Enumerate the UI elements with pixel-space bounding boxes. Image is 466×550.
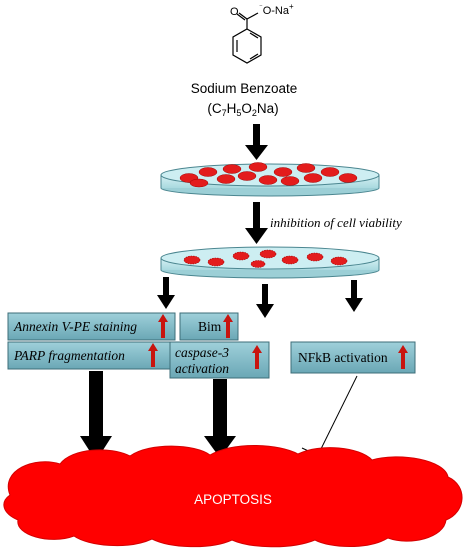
up-arrow-icon xyxy=(223,314,233,338)
down-arrow-icon xyxy=(204,379,236,458)
down-arrow-icon xyxy=(80,371,112,461)
formula-part-na: Na) xyxy=(257,101,279,116)
up-arrow-icon xyxy=(158,314,168,338)
formula-part-h: H xyxy=(227,101,237,116)
petri-dish-treated xyxy=(160,246,380,279)
formula-sub-7: 7 xyxy=(222,108,227,118)
marker-annexin-label: Annexin V-PE staining xyxy=(13,319,137,334)
carbonyl-oxygen: O xyxy=(230,6,239,18)
marker-annexin: Annexin V-PE staining xyxy=(7,312,176,341)
formula-part-o: O xyxy=(241,101,252,116)
down-arrow-icon xyxy=(245,202,268,244)
benzoate-structure xyxy=(232,12,262,64)
counterion-label: O xyxy=(263,5,272,17)
healthy-cells xyxy=(179,162,358,188)
marker-caspase3-label: caspase-3 xyxy=(175,345,229,360)
sodium-counterion: ⁻O-Na+ xyxy=(259,2,294,17)
up-arrow-icon xyxy=(148,343,158,367)
formula-part-0: (C xyxy=(207,101,221,116)
marker-bim: Bim xyxy=(179,312,239,341)
benzene-ring xyxy=(232,28,262,64)
marker-nfkb: NFkB activation xyxy=(290,341,416,374)
compound-formula: (C7H5O2Na) xyxy=(207,101,278,118)
marker-caspase3-label-2: activation xyxy=(175,361,229,376)
marker-parp-label: PARP fragmentation xyxy=(13,348,125,363)
down-arrow-icon xyxy=(245,124,268,160)
marker-parp: PARP fragmentation xyxy=(7,341,176,370)
counterion-na: -Na xyxy=(271,5,290,17)
step-label: inhibition of cell viability xyxy=(270,215,402,230)
counterion-plus: + xyxy=(289,2,294,11)
compound-name: Sodium Benzoate xyxy=(191,81,298,96)
down-arrow-icon xyxy=(157,277,175,309)
petri-dish-untreated xyxy=(160,162,380,197)
damaged-cells xyxy=(183,249,348,268)
formula-sub-5: 5 xyxy=(236,108,241,118)
up-arrow-icon xyxy=(252,345,262,369)
marker-nfkb-label: NFkB activation xyxy=(298,350,388,365)
apoptosis-region: APOPTOSIS xyxy=(3,445,463,548)
up-arrow-icon xyxy=(398,345,408,369)
down-arrow-icon xyxy=(256,284,274,318)
apoptosis-label: APOPTOSIS xyxy=(194,492,272,507)
marker-caspase3: caspase-3 activation xyxy=(169,341,270,379)
marker-bim-label: Bim xyxy=(198,319,222,334)
formula-sub-2: 2 xyxy=(252,108,257,118)
down-arrow-icon xyxy=(345,280,363,312)
